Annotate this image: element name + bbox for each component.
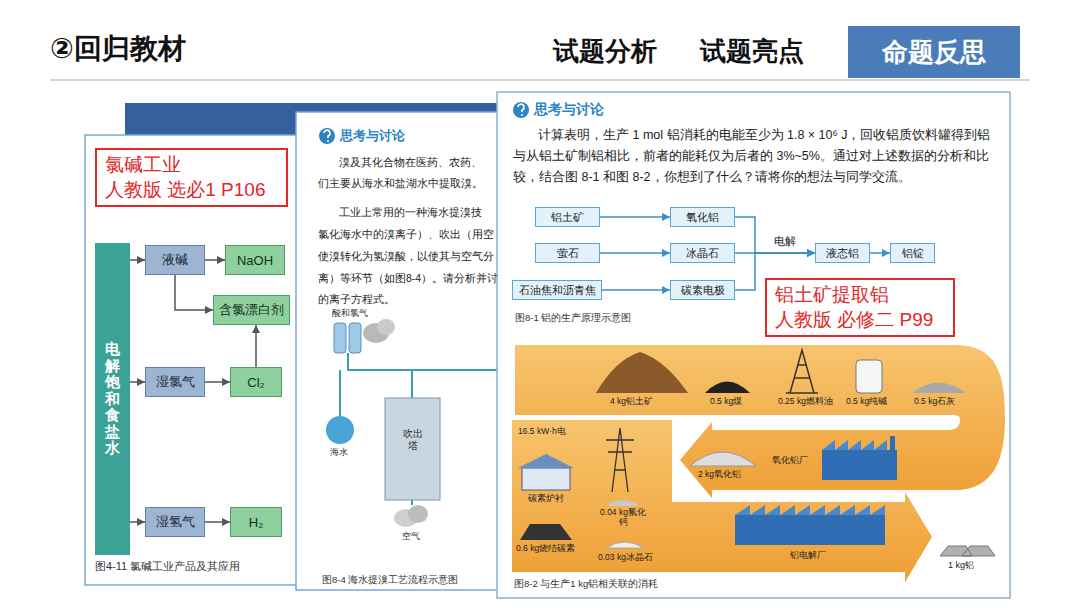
edge-label: 电解: [772, 234, 798, 249]
discussion-icon: [513, 102, 529, 118]
node-text: 电解饱和食盐水: [105, 341, 120, 457]
figure-label: 0.5 kg煤: [710, 396, 742, 407]
figure-label: 0.5 kg纯碱: [846, 396, 887, 407]
textbook-page: [497, 92, 1010, 598]
figure-label: 1 kg铝: [948, 560, 974, 571]
node-text: 液态铝: [826, 246, 859, 261]
body-text: 氯化海水中的溴离子）、吹出（用空: [318, 228, 494, 241]
figure-caption: 图4-11 氯碱工业产品及其应用: [95, 560, 240, 574]
process-band: 电解饱和食盐水: [95, 243, 130, 555]
node-text: H₂: [249, 515, 263, 530]
figure-caption: 图8-2 与生产1 kg铝相关联的消耗: [514, 578, 658, 590]
node-text: NaOH: [237, 253, 273, 268]
process-box: 湿氢气: [145, 507, 205, 537]
node-text: 人教版 必修二 P99: [775, 308, 933, 333]
figure-caption: 图8-1 铝的生产原理示意图: [515, 312, 631, 324]
node-text: 铝锭: [902, 246, 924, 261]
body-text: 溴及其化合物在医药、农药、: [339, 156, 482, 169]
node-text: 湿氢气: [156, 513, 195, 531]
connector: [255, 325, 257, 367]
body-text: 使溴转化为氢溴酸，以使其与空气分: [318, 250, 494, 263]
figure-label: 0.03 kg冰晶石: [598, 552, 653, 563]
figure-label: 16.5 kW·h电: [518, 426, 566, 437]
callout-box: 氯碱工业人教版 选必1 P106: [95, 148, 288, 207]
process-box: 碳素电极: [670, 280, 735, 300]
node-text: 铝土矿: [551, 210, 584, 225]
node-text: 铝土矿提取铝: [775, 283, 889, 308]
product-box: H₂: [230, 507, 282, 537]
node-text: 石油焦和沥青焦: [519, 283, 596, 298]
node-text: 人教版 选必1 P106: [105, 178, 266, 203]
process-box: 铝锭: [890, 243, 935, 263]
figure-label: 4 kg铝土矿: [610, 396, 653, 407]
connector: [602, 289, 670, 291]
process-box: 湿氯气: [145, 367, 205, 397]
connector: [205, 521, 230, 523]
node-text: 氯碱工业: [105, 153, 181, 178]
body-text: 工业上常用的一种海水提溴技: [339, 206, 482, 219]
figure-label: 碳素炉衬: [528, 493, 564, 504]
aluminium-consumption-illustration: [512, 345, 1005, 582]
connector: [175, 275, 213, 310]
figure-label: 0.25 kg燃料油: [778, 396, 833, 407]
body-text: 离）等环节（如图8-4）。请分析并讨: [318, 272, 498, 285]
tab-label: 试题分析: [553, 35, 657, 68]
node-text: Cl₂: [247, 375, 264, 390]
process-box: 氧化铝: [670, 207, 735, 227]
connector: [130, 259, 145, 261]
figure-caption: 图8-4 海水提溴工艺流程示意图: [322, 574, 458, 586]
product-box: 含氯漂白剂: [213, 295, 290, 325]
node-text: 湿氯气: [156, 373, 195, 391]
connector: [205, 381, 230, 383]
process-box: 冰晶石: [670, 243, 735, 263]
figure-label: 0.04 kg氟化钙: [600, 508, 646, 528]
connector: [205, 259, 225, 261]
bromine-plant-illustration: [326, 319, 497, 527]
node-text: 氧化铝: [686, 210, 719, 225]
figure-label: 0.6 kg烧结碳素: [516, 543, 575, 554]
section-heading: 思考与讨论: [534, 101, 604, 119]
tab-button: 命题反思: [848, 26, 1020, 78]
node-text: 碳素电极: [681, 283, 725, 298]
process-box: 液碱: [145, 245, 205, 275]
figure-label: 吹出塔: [401, 428, 425, 452]
slide-title: ②回归教材: [50, 30, 186, 68]
figure-label: 酸和氯气: [332, 308, 368, 319]
connector: [735, 217, 815, 253]
body-text: 计算表明，生产 1 mol 铝消耗的电能至少为 1.8 × 10⁶ J，回收铝质…: [513, 125, 1000, 188]
connector: [870, 252, 890, 254]
process-box: 萤石: [535, 243, 600, 263]
connector: [130, 381, 145, 383]
figure-label: 铝电解厂: [790, 550, 826, 561]
tab-label: 试题亮点: [700, 35, 804, 68]
callout-box: 铝土矿提取铝人教版 必修二 P99: [765, 278, 955, 337]
body-text: 的离子方程式。: [318, 293, 395, 306]
node-text: 萤石: [557, 246, 579, 261]
process-box: 铝土矿: [535, 207, 600, 227]
discussion-icon: [319, 128, 335, 144]
connector: [130, 521, 145, 523]
connector: [600, 252, 670, 254]
figure-label: 氧化铝厂: [772, 455, 808, 466]
figure-label: 海水: [330, 447, 348, 458]
header-rule: [50, 79, 1030, 81]
node-text: 液碱: [162, 251, 188, 269]
node-text: 命题反思: [882, 35, 986, 70]
process-box: 石油焦和沥青焦: [512, 280, 602, 300]
figure-label: 2 kg氧化铝: [698, 469, 741, 480]
node-text: 冰晶石: [686, 246, 719, 261]
figure-label: 0.5 kg石灰: [914, 396, 955, 407]
product-box: Cl₂: [230, 367, 282, 397]
textbook-page: [296, 112, 508, 590]
connector: [600, 216, 670, 218]
section-heading: 思考与讨论: [340, 128, 405, 144]
product-box: NaOH: [225, 245, 285, 275]
body-text: 们主要从海水和盐湖水中提取溴。: [318, 177, 483, 190]
figure-label: 空气: [402, 531, 420, 542]
node-text: 含氯漂白剂: [219, 301, 284, 319]
process-box: 液态铝: [815, 243, 870, 263]
textbook-page: [85, 135, 297, 585]
